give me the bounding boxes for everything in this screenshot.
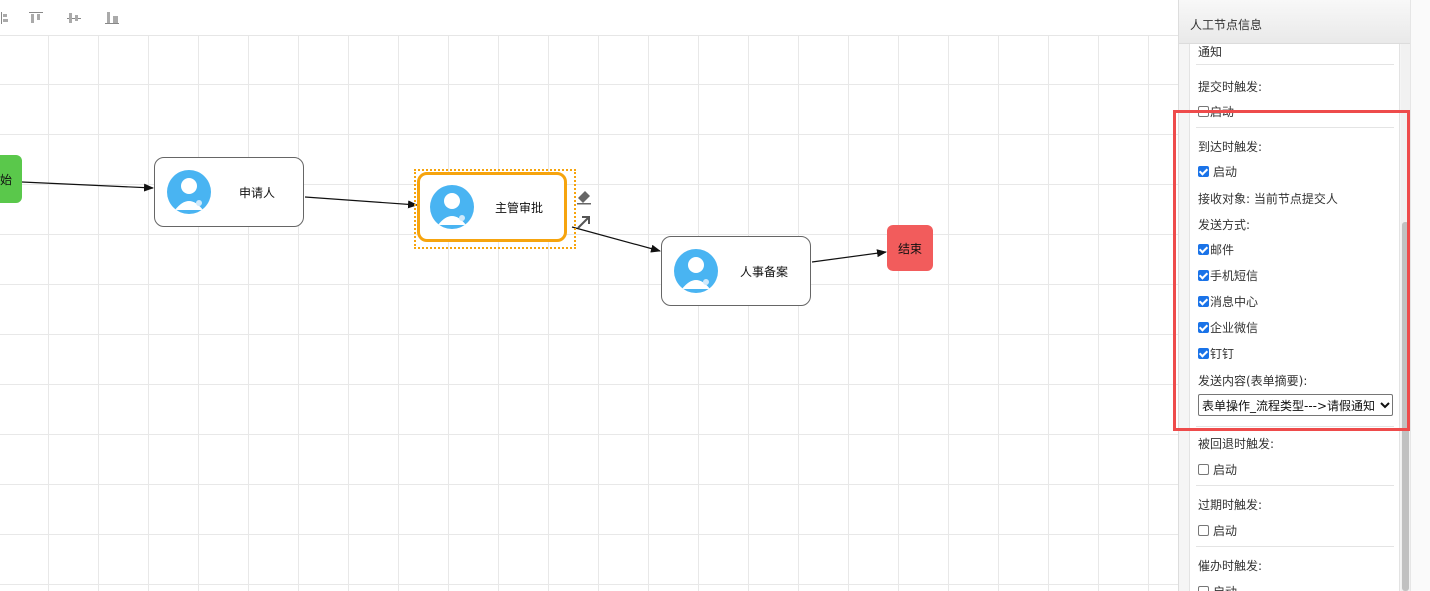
align-middle-icon[interactable] bbox=[66, 10, 82, 26]
section-title-notify: 通知 bbox=[1198, 45, 1223, 59]
user-avatar-icon bbox=[167, 170, 211, 214]
divider bbox=[1196, 485, 1394, 486]
task-node-applicant[interactable]: 申请人 bbox=[154, 157, 304, 227]
connect-arrow-icon[interactable] bbox=[574, 212, 594, 232]
method-label: 消息中心 bbox=[1210, 295, 1259, 309]
submit-trigger-checkbox[interactable] bbox=[1198, 106, 1209, 117]
content-select-value: 表单操作_流程类型--->请假通知 bbox=[1202, 398, 1376, 413]
method-wecom[interactable]: 企业微信 bbox=[1198, 319, 1258, 336]
method-label: 手机短信 bbox=[1210, 269, 1259, 283]
task-label: 申请人 bbox=[238, 185, 275, 200]
submit-trigger-label: 提交时触发: bbox=[1198, 80, 1263, 94]
task-label: 主管审批 bbox=[494, 200, 543, 215]
end-node-label: 结束 bbox=[897, 241, 922, 256]
task-node-hr-record[interactable]: 人事备案 bbox=[661, 236, 811, 306]
method-label: 钉钉 bbox=[1210, 347, 1235, 361]
receiver-text: 接收对象: 当前节点提交人 bbox=[1198, 192, 1338, 206]
eraser-icon[interactable] bbox=[574, 186, 594, 206]
node-properties-panel: 人工节点信息 通知 提交时触发: 启动 到达时触发: 启动 接收对象: 当前节点… bbox=[1178, 0, 1410, 591]
start-node[interactable]: 始 bbox=[0, 155, 22, 203]
align-bottom-icon[interactable] bbox=[104, 10, 120, 26]
user-avatar-icon bbox=[430, 185, 474, 229]
task-label: 人事备案 bbox=[739, 264, 788, 279]
arrive-trigger-checkbox[interactable] bbox=[1198, 166, 1209, 177]
edge-hr-to-end bbox=[811, 249, 887, 263]
flow-canvas[interactable]: 始 申请人 主管审批 人事备案 结束 bbox=[0, 36, 1178, 591]
method-email-checkbox[interactable] bbox=[1198, 244, 1209, 255]
content-select[interactable]: 表单操作_流程类型--->请假通知 bbox=[1198, 394, 1393, 416]
divider bbox=[1196, 64, 1394, 65]
chevron-down-icon bbox=[1378, 398, 1392, 412]
urge-trigger-enable-label: 启动 bbox=[1213, 583, 1237, 591]
divider bbox=[1196, 546, 1394, 547]
rollback-trigger-checkbox[interactable] bbox=[1198, 464, 1209, 475]
content-label: 发送内容(表单摘要): bbox=[1198, 374, 1308, 388]
urge-trigger-label: 催办时触发: bbox=[1198, 559, 1263, 573]
divider bbox=[1196, 426, 1394, 427]
method-sms-checkbox[interactable] bbox=[1198, 270, 1209, 281]
arrive-trigger-enable-label: 启动 bbox=[1213, 165, 1238, 179]
method-dingtalk[interactable]: 钉钉 bbox=[1198, 345, 1234, 362]
expire-trigger-label: 过期时触发: bbox=[1198, 498, 1263, 512]
expire-trigger-checkbox[interactable] bbox=[1198, 525, 1209, 536]
right-edge-strip bbox=[1410, 0, 1430, 591]
urge-trigger-checkbox[interactable] bbox=[1198, 586, 1209, 591]
align-top-icon[interactable] bbox=[28, 10, 44, 26]
method-label: 邮件 bbox=[1210, 243, 1235, 257]
panel-body: 通知 提交时触发: 启动 到达时触发: 启动 接收对象: 当前节点提交人 发送方… bbox=[1189, 44, 1400, 591]
user-avatar-icon bbox=[674, 249, 718, 293]
rollback-trigger-enable[interactable]: 启动 bbox=[1198, 461, 1237, 478]
method-label: 企业微信 bbox=[1210, 321, 1259, 335]
arrive-trigger-enable[interactable]: 启动 bbox=[1198, 163, 1237, 180]
method-sms[interactable]: 手机短信 bbox=[1198, 267, 1258, 284]
edge-manager-to-hr bbox=[571, 226, 661, 253]
divider bbox=[1196, 127, 1394, 128]
arrive-trigger-label: 到达时触发: bbox=[1198, 140, 1263, 154]
urge-trigger-enable[interactable]: 启动 bbox=[1198, 583, 1237, 591]
submit-trigger-enable-label: 启动 bbox=[1210, 105, 1235, 119]
edge-applicant-to-manager bbox=[304, 196, 418, 209]
edge-start-to-applicant bbox=[21, 181, 154, 192]
submit-trigger-enable[interactable]: 启动 bbox=[1198, 103, 1234, 120]
send-method-label: 发送方式: bbox=[1198, 218, 1251, 232]
flow-edges bbox=[21, 181, 887, 263]
panel-title: 人工节点信息 bbox=[1179, 0, 1410, 44]
method-message-center[interactable]: 消息中心 bbox=[1198, 293, 1258, 310]
expire-trigger-enable[interactable]: 启动 bbox=[1198, 522, 1237, 539]
align-left-icon[interactable] bbox=[0, 10, 10, 26]
panel-scrollbar-thumb[interactable] bbox=[1402, 222, 1409, 591]
canvas-toolbar bbox=[0, 0, 1178, 36]
method-wecom-checkbox[interactable] bbox=[1198, 322, 1209, 333]
end-node[interactable]: 结束 bbox=[887, 225, 933, 271]
rollback-trigger-label: 被回退时触发: bbox=[1198, 437, 1275, 451]
rollback-trigger-enable-label: 启动 bbox=[1213, 463, 1238, 477]
start-node-label: 始 bbox=[0, 172, 12, 187]
method-dingtalk-checkbox[interactable] bbox=[1198, 348, 1209, 359]
task-node-manager-approval[interactable]: 主管审批 bbox=[417, 172, 567, 242]
method-email[interactable]: 邮件 bbox=[1198, 241, 1234, 258]
expire-trigger-enable-label: 启动 bbox=[1213, 524, 1238, 538]
method-message-center-checkbox[interactable] bbox=[1198, 296, 1209, 307]
